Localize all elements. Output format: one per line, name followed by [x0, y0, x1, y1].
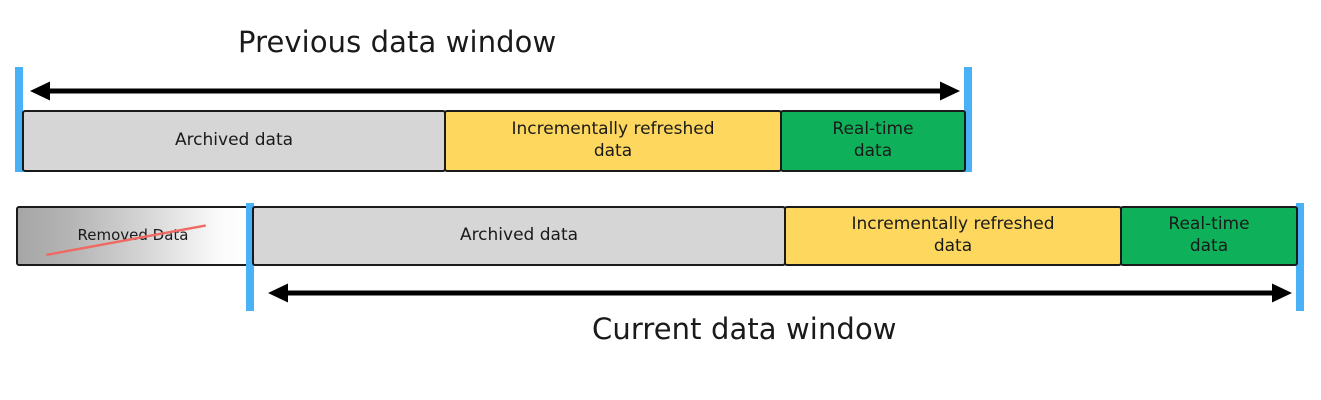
current-segment-removed-label: Removed Data: [77, 226, 189, 245]
current-window-end-marker: [1296, 203, 1304, 311]
current-window-caption: Current data window: [592, 312, 897, 346]
current-window-span-arrow: [268, 280, 1292, 306]
current-window-start-marker: [246, 203, 254, 311]
current-segment-archived: Archived data: [252, 206, 786, 266]
previous-segment-archived: Archived data: [22, 110, 446, 172]
previous-segment-archived-label: Archived data: [174, 130, 294, 151]
previous-segment-incremental-label: Incrementally refreshed data: [511, 119, 715, 161]
previous-segment-realtime: Real-time data: [780, 110, 966, 172]
previous-segment-incremental: Incrementally refreshed data: [444, 110, 782, 172]
current-segment-archived-label: Archived data: [459, 225, 579, 246]
current-segment-incremental: Incrementally refreshed data: [784, 206, 1122, 266]
previous-window-end-marker: [964, 67, 972, 172]
current-segment-incremental-label: Incrementally refreshed data: [851, 214, 1055, 256]
current-segment-removed: Removed Data: [16, 206, 250, 266]
current-segment-realtime-label: Real-time data: [1168, 214, 1250, 256]
previous-segment-realtime-label: Real-time data: [832, 119, 914, 161]
previous-window-start-marker: [15, 67, 23, 172]
previous-window-span-arrow: [30, 78, 960, 104]
current-segment-realtime: Real-time data: [1120, 206, 1298, 266]
previous-window-caption: Previous data window: [238, 25, 557, 59]
